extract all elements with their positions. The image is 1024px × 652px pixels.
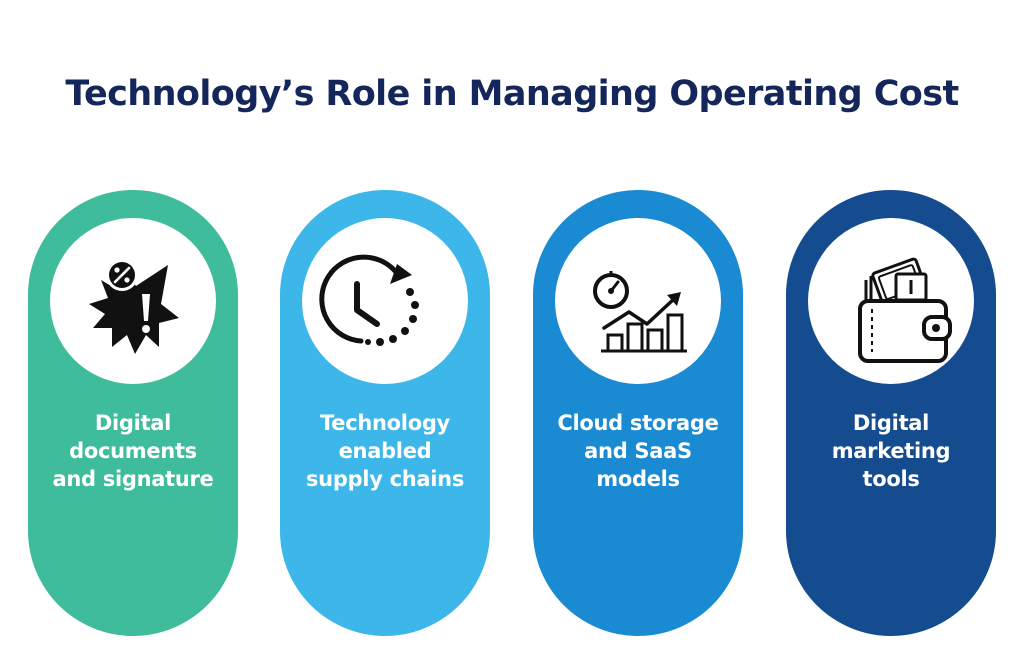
card-label-line: models [596, 467, 680, 491]
card-label-line: and SaaS [584, 439, 692, 463]
card-label-line: supply chains [305, 467, 465, 491]
icon-circle [808, 218, 974, 384]
card-label-line: documents [69, 439, 197, 463]
card-cloud-storage: Cloud storage and SaaS models [533, 190, 743, 636]
warning-burst-icon [89, 259, 179, 354]
card-label-line: Digital [94, 411, 172, 435]
card-digital-marketing: Digital marketing tools [786, 190, 996, 636]
card-digital-documents: Digital documents and signature [28, 190, 238, 636]
card-label-line: and signature [52, 467, 214, 491]
card-label-line: marketing [831, 439, 951, 463]
card-label-line: Technology [320, 411, 450, 435]
card-label: Digital marketing tools [794, 409, 988, 493]
icon-circle [555, 218, 721, 384]
icon-circle [50, 218, 216, 384]
card-label-line: enabled [338, 439, 432, 463]
card-label: Digital documents and signature [36, 409, 230, 493]
clock-cycle-icon [319, 254, 419, 346]
icon-circle [302, 218, 468, 384]
card-label-line: Cloud storage [557, 411, 719, 435]
card-label: Technology enabled supply chains [288, 409, 482, 493]
card-label-line: tools [862, 467, 920, 491]
card-label-line: Digital [852, 411, 930, 435]
card-label: Cloud storage and SaaS models [541, 409, 735, 493]
page-title: Technology’s Role in Managing Operating … [65, 74, 959, 114]
gauge-growth-chart-icon [593, 271, 687, 353]
card-supply-chains: Technology enabled supply chains [280, 190, 490, 636]
wallet-icon [858, 257, 952, 363]
